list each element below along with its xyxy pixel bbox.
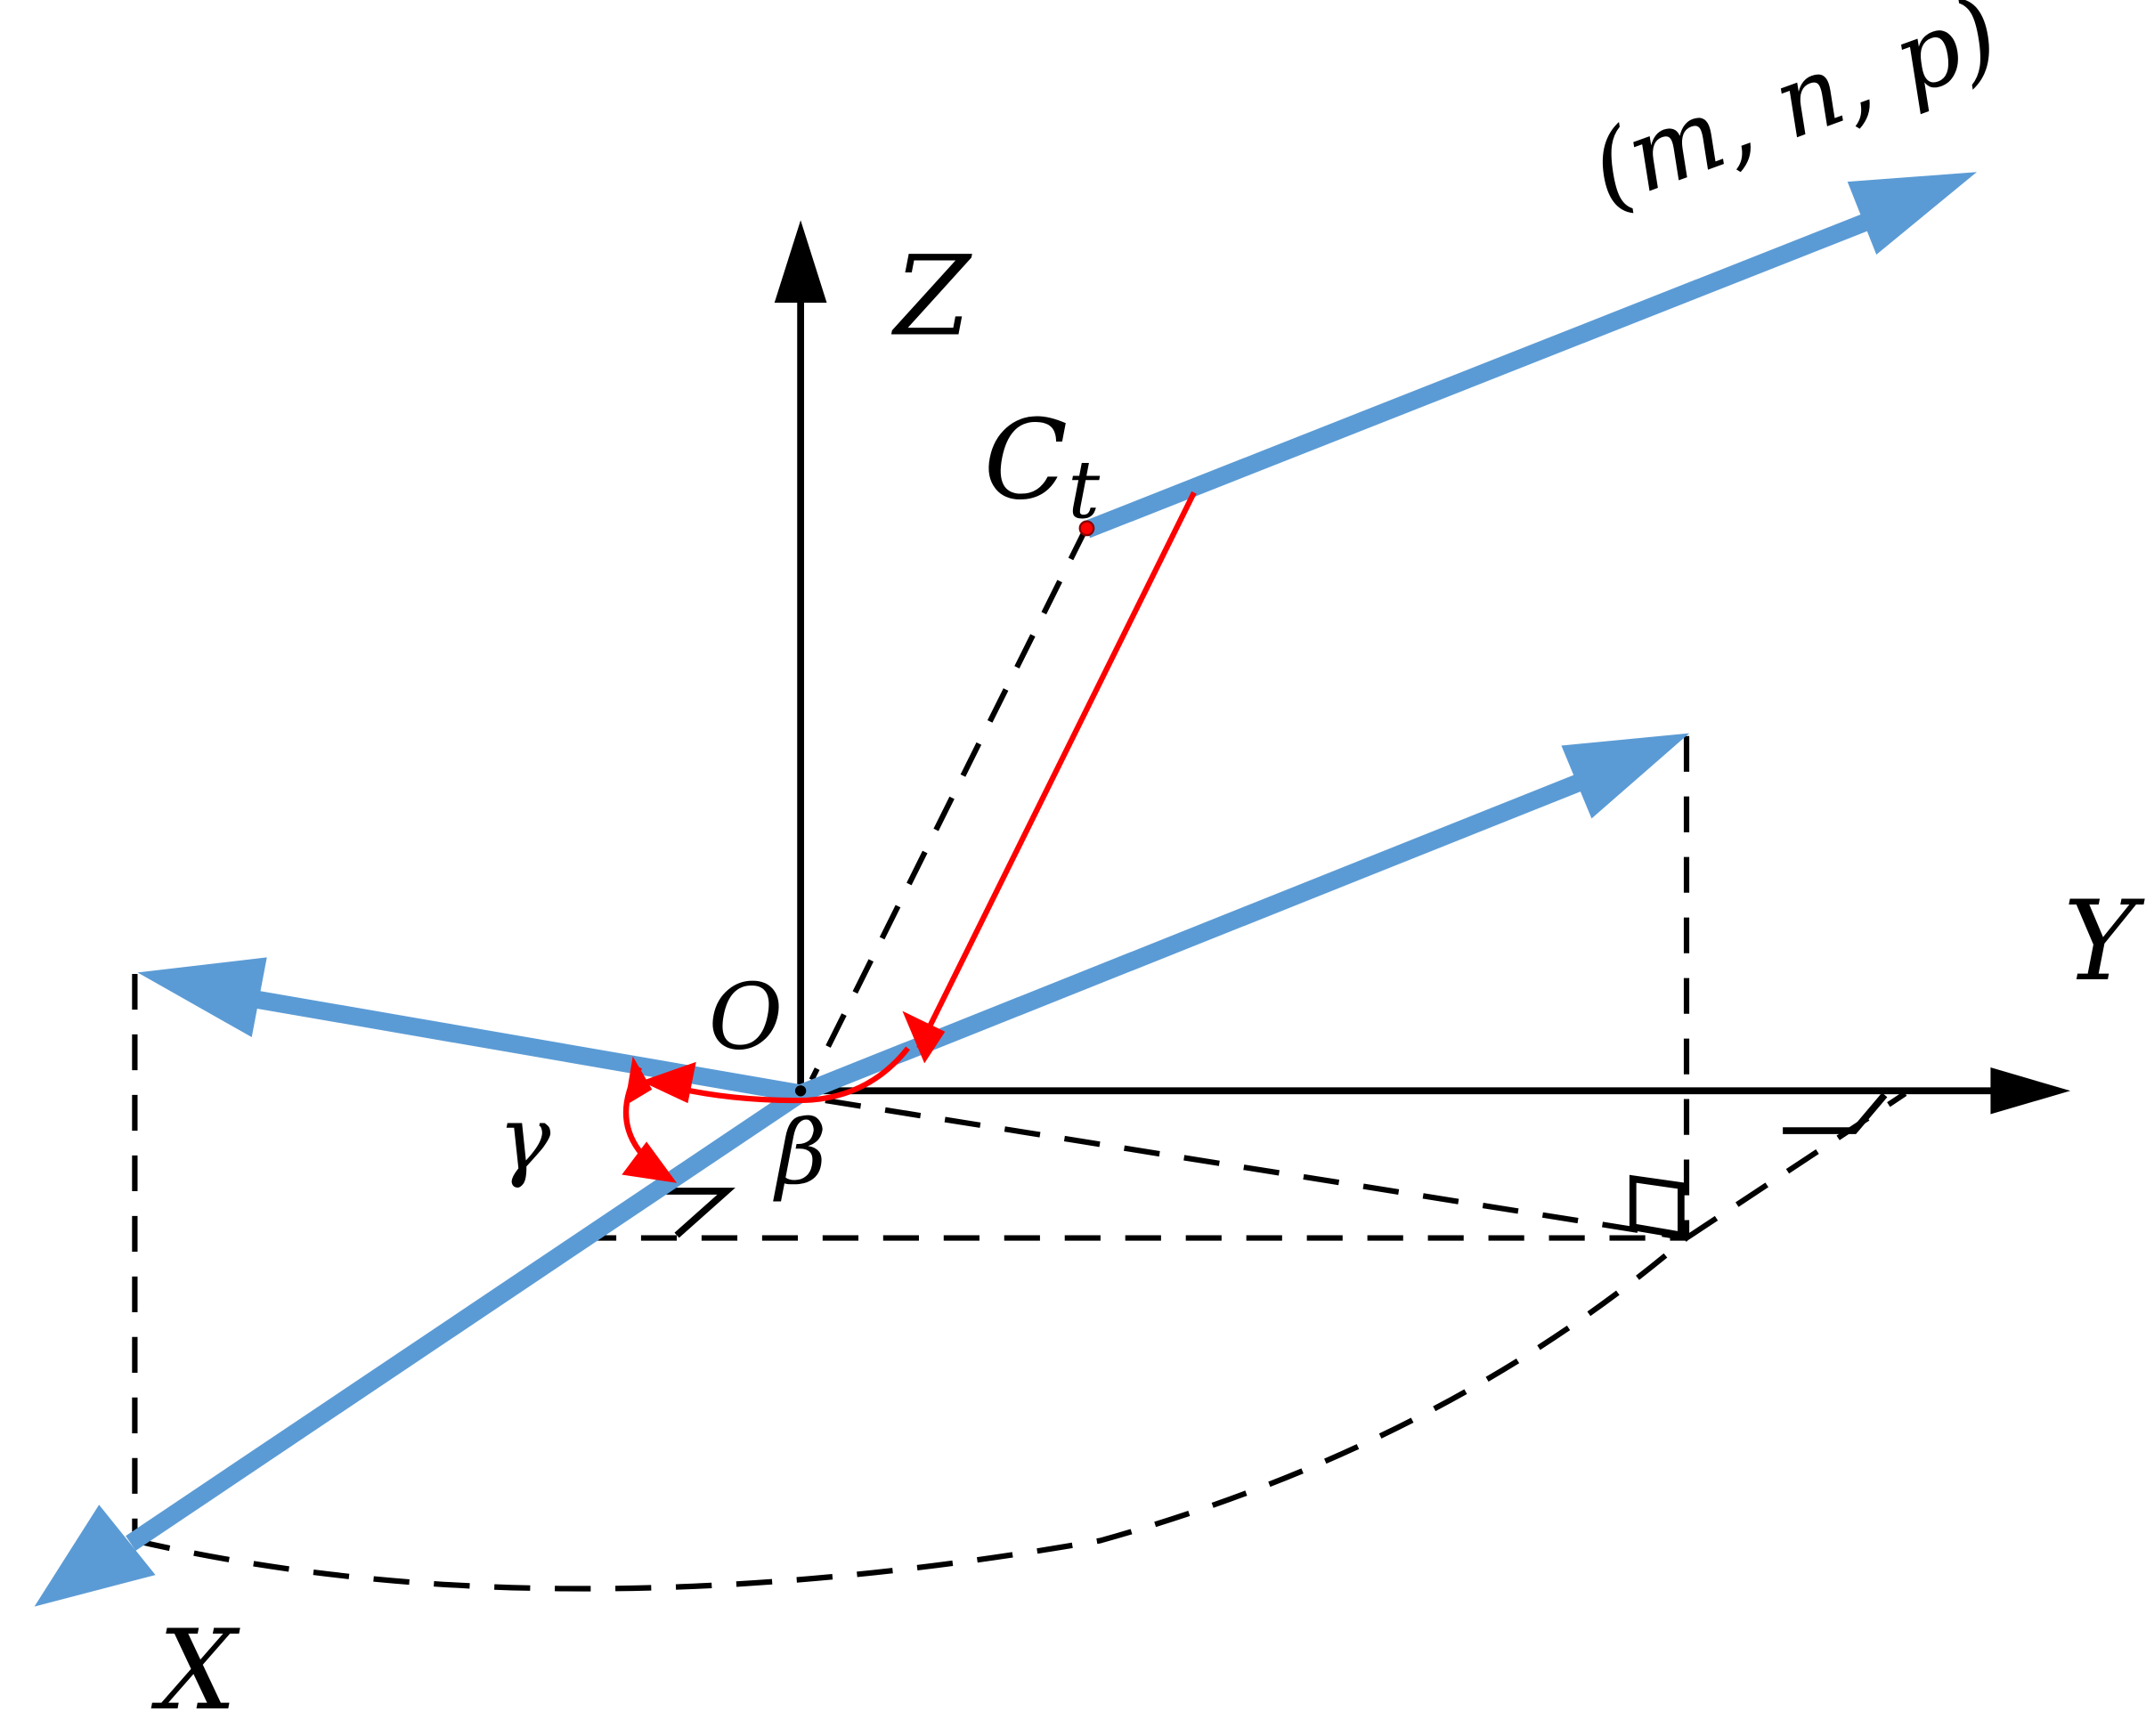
label-point-c-main: C [984, 396, 1069, 524]
label-y-axis: Y [2063, 878, 2145, 1006]
red-arc-beta [659, 1046, 911, 1104]
construction-lines [132, 525, 1907, 1592]
arrowhead-mnp [1847, 172, 1977, 255]
red-arrowhead-beta-top [902, 1010, 946, 1064]
origin-dot [794, 1085, 807, 1097]
arrowhead-x-direction [34, 1505, 156, 1607]
vector-upper-left [218, 984, 802, 1103]
label-point-c: Ct [984, 396, 1101, 537]
dashed-corner-to-y [1685, 1091, 1907, 1241]
z-mark-right [1783, 1092, 1888, 1134]
arrowhead-upper-left [137, 957, 267, 1038]
red-arrowhead-beta-left [640, 1061, 696, 1104]
arrowhead-upper-right [1561, 733, 1690, 819]
dashed-projection-c-to-o [809, 525, 1090, 1082]
vector-x-direction [126, 1086, 806, 1551]
label-origin: O [709, 964, 784, 1070]
y-axis [801, 1067, 2071, 1115]
vector-mnp [1083, 200, 1902, 539]
z-axis [774, 220, 827, 1094]
red-angle-markers [622, 491, 1197, 1183]
label-angle-gamma: γ [498, 1088, 551, 1190]
label-z-axis: Z [890, 233, 972, 361]
right-angle-mark [1629, 1174, 1685, 1240]
red-arrowhead-gamma-bottom [622, 1141, 678, 1183]
point-ct-dot [1078, 520, 1095, 537]
label-angle-beta: β [772, 1102, 826, 1205]
z-mark-left [646, 1188, 736, 1238]
label-point-c-subscript: t [1068, 444, 1101, 537]
label-x-axis: X [151, 1607, 241, 1735]
dashed-arc-bottom [134, 1236, 1689, 1592]
parallel-marks [646, 1092, 1888, 1240]
red-arrowhead-gamma-top [624, 1056, 653, 1107]
dashed-o-to-corner [825, 1098, 1687, 1241]
red-line-ct-to-beta [916, 491, 1197, 1050]
